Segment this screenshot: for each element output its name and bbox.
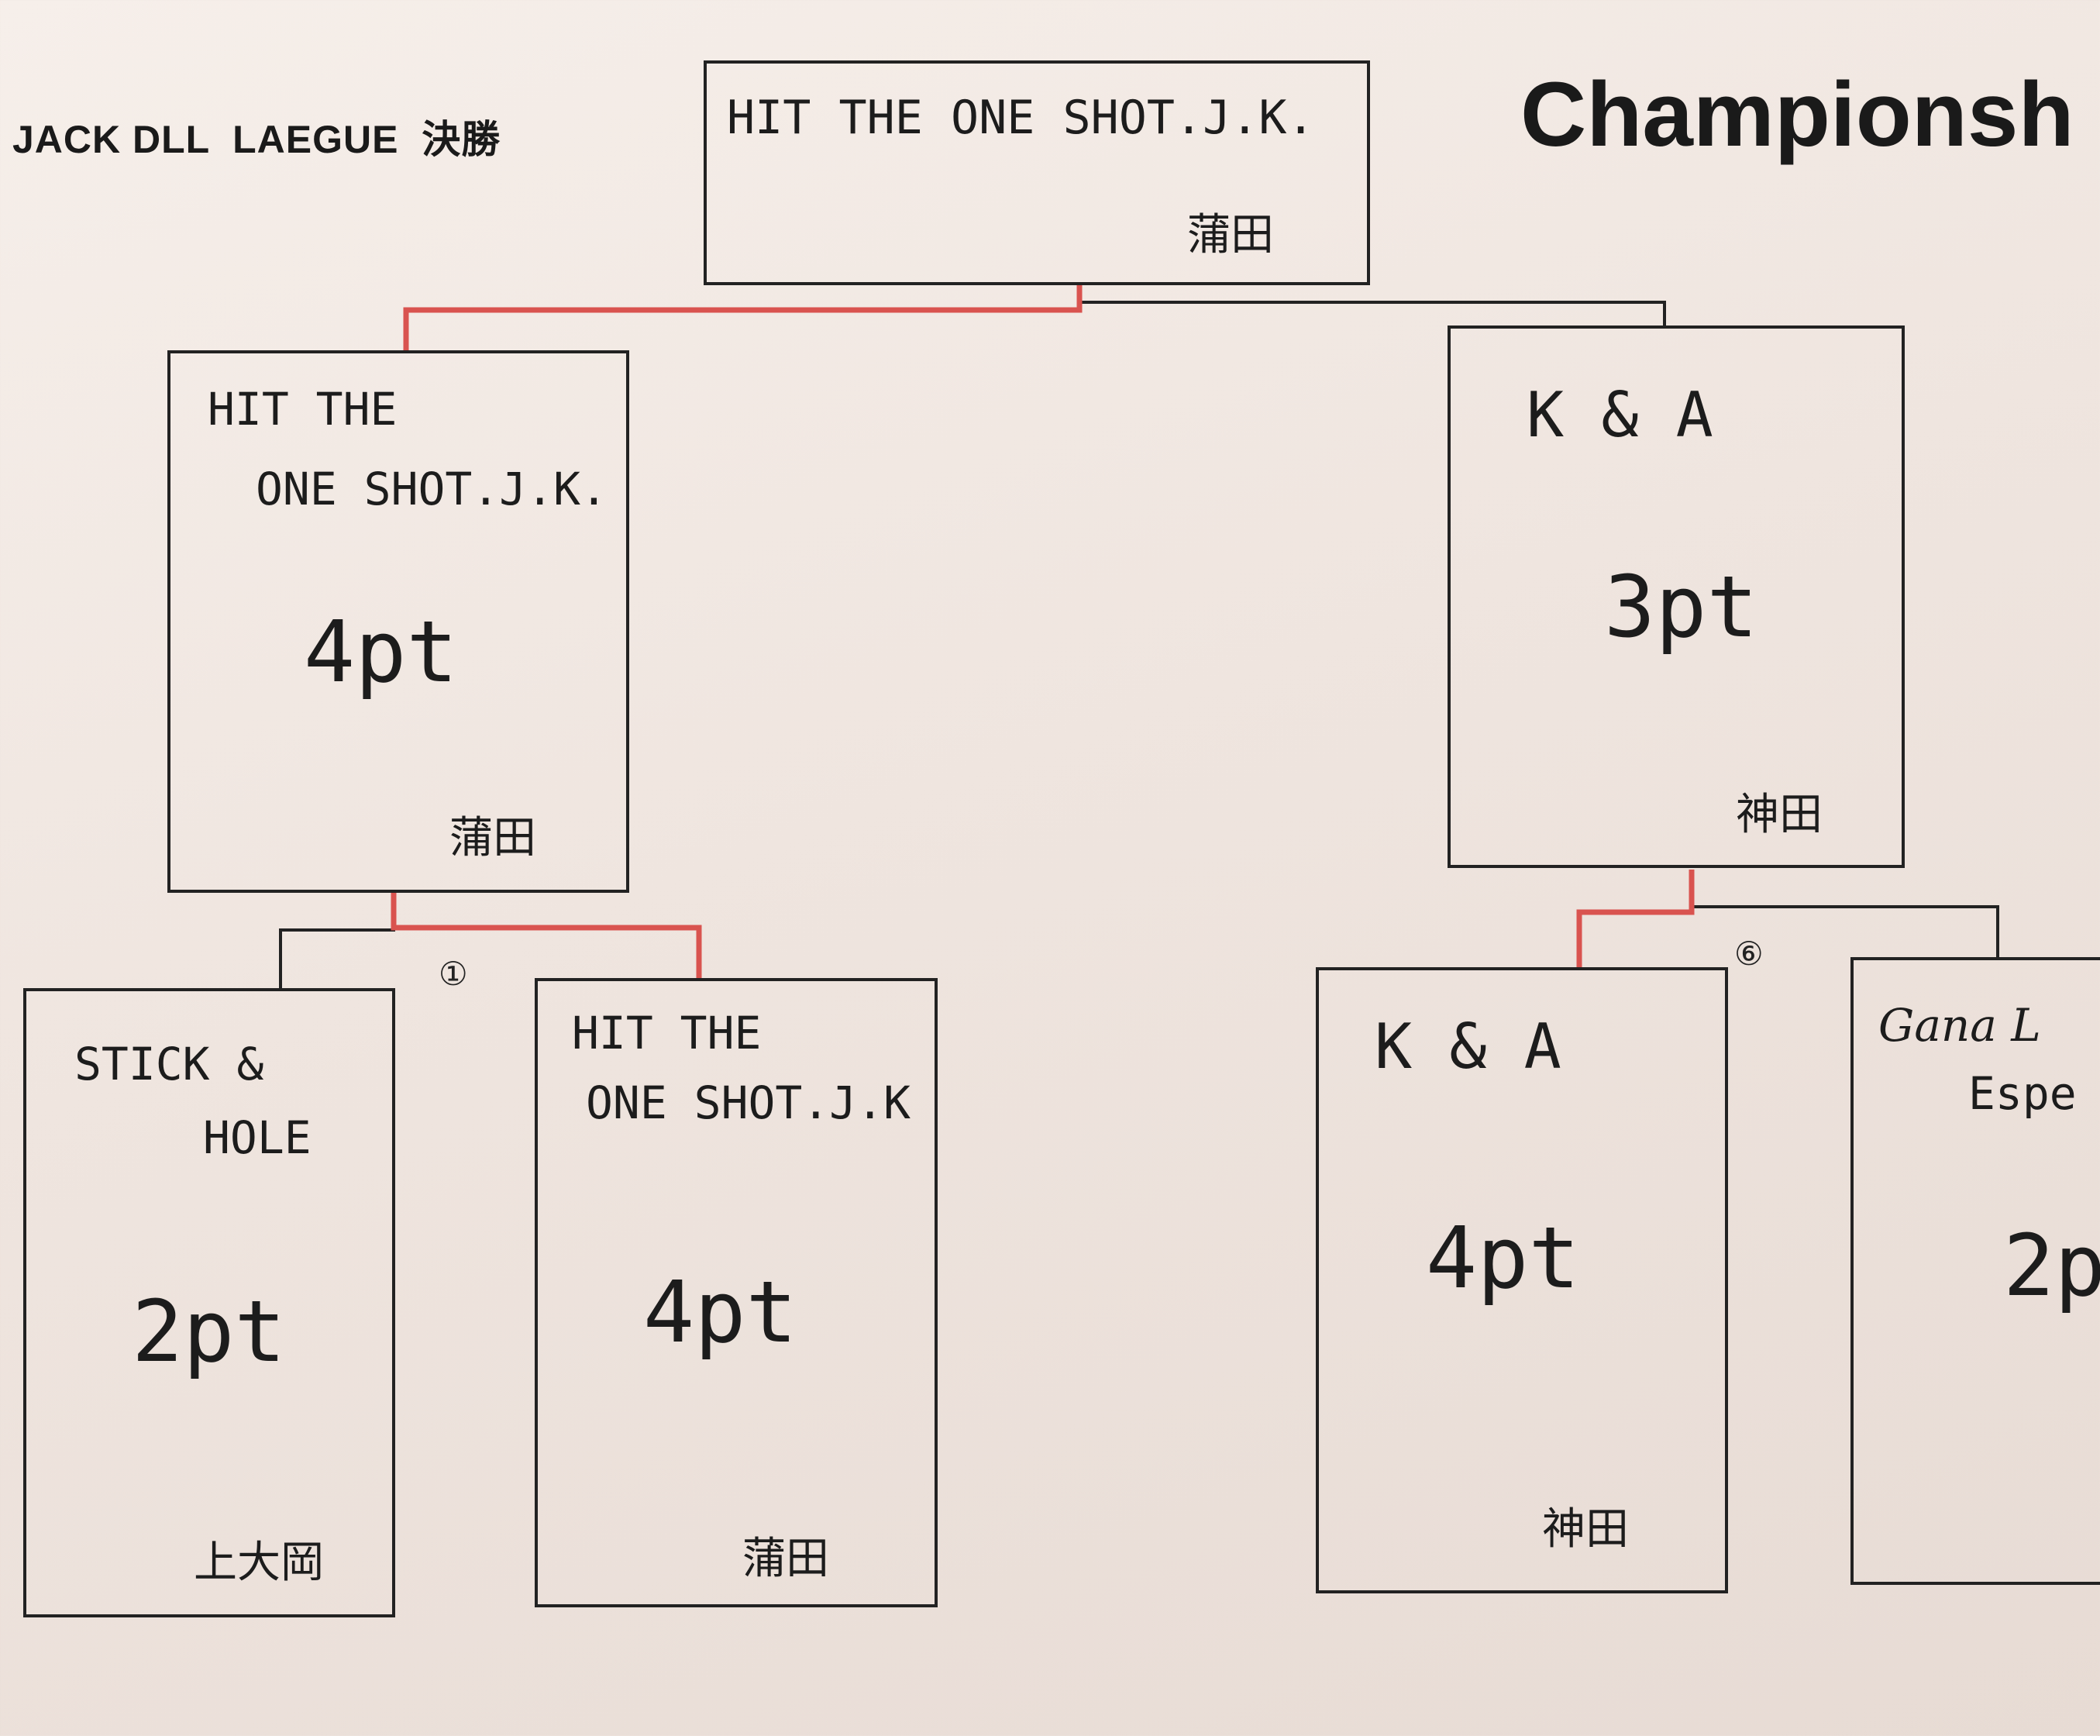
q4-box xyxy=(1850,957,2100,1585)
q2-points: 4pt xyxy=(643,1262,797,1362)
semi-right-box xyxy=(1448,326,1905,868)
final-box xyxy=(704,60,1370,285)
semi-right-team: K & A xyxy=(1527,379,1713,451)
championship-title: Championsh xyxy=(1520,64,2074,166)
q3-team: K & A xyxy=(1375,1011,1561,1083)
q1-points: 2pt xyxy=(132,1282,286,1381)
q3-referee: 神田 xyxy=(1542,1504,1629,1555)
league-header: JACK DLL LAEGUE 決勝 xyxy=(12,118,501,161)
match-number-right: ⑥ xyxy=(1734,935,1764,973)
semi-right-points: 3pt xyxy=(1604,557,1758,656)
q2-team-line1: HIT THE xyxy=(572,1007,762,1059)
q1-team-line2: HOLE xyxy=(203,1111,312,1164)
q1-team-line1: STICK & xyxy=(74,1038,264,1090)
semi-left-points: 4pt xyxy=(304,602,458,701)
semi-right-referee: 神田 xyxy=(1736,790,1823,840)
match-number-left: ① xyxy=(439,955,468,993)
q2-team-line2: ONE SHOT.J.K xyxy=(586,1076,911,1129)
q2-referee: 蒲田 xyxy=(742,1534,829,1584)
connector-left-q2 xyxy=(391,890,702,980)
q1-box xyxy=(23,988,395,1617)
q3-box xyxy=(1316,967,1728,1593)
q2-box xyxy=(535,978,938,1607)
semi-left-team-line1: HIT THE xyxy=(208,383,398,436)
connector-final-right xyxy=(1078,283,1666,329)
semi-left-referee: 蒲田 xyxy=(449,813,536,863)
connector-right-q3 xyxy=(1576,870,1695,967)
final-referee: 蒲田 xyxy=(1187,210,1274,260)
q3-points: 4pt xyxy=(1426,1208,1580,1307)
q4-team-line2: Espe xyxy=(1968,1067,2077,1120)
semi-left-team-line2: ONE SHOT.J.K. xyxy=(256,463,608,515)
q4-team-line1: Gana L xyxy=(1878,999,2041,1052)
connector-final-left xyxy=(403,283,1083,353)
semi-left-box xyxy=(167,350,629,893)
connector-left-q1 xyxy=(279,890,395,988)
q1-referee: 上大岡 xyxy=(194,1538,324,1588)
q4-points: 2p xyxy=(2003,1216,2100,1315)
final-team: HIT THE ONE SHOT.J.K. xyxy=(727,91,1315,145)
